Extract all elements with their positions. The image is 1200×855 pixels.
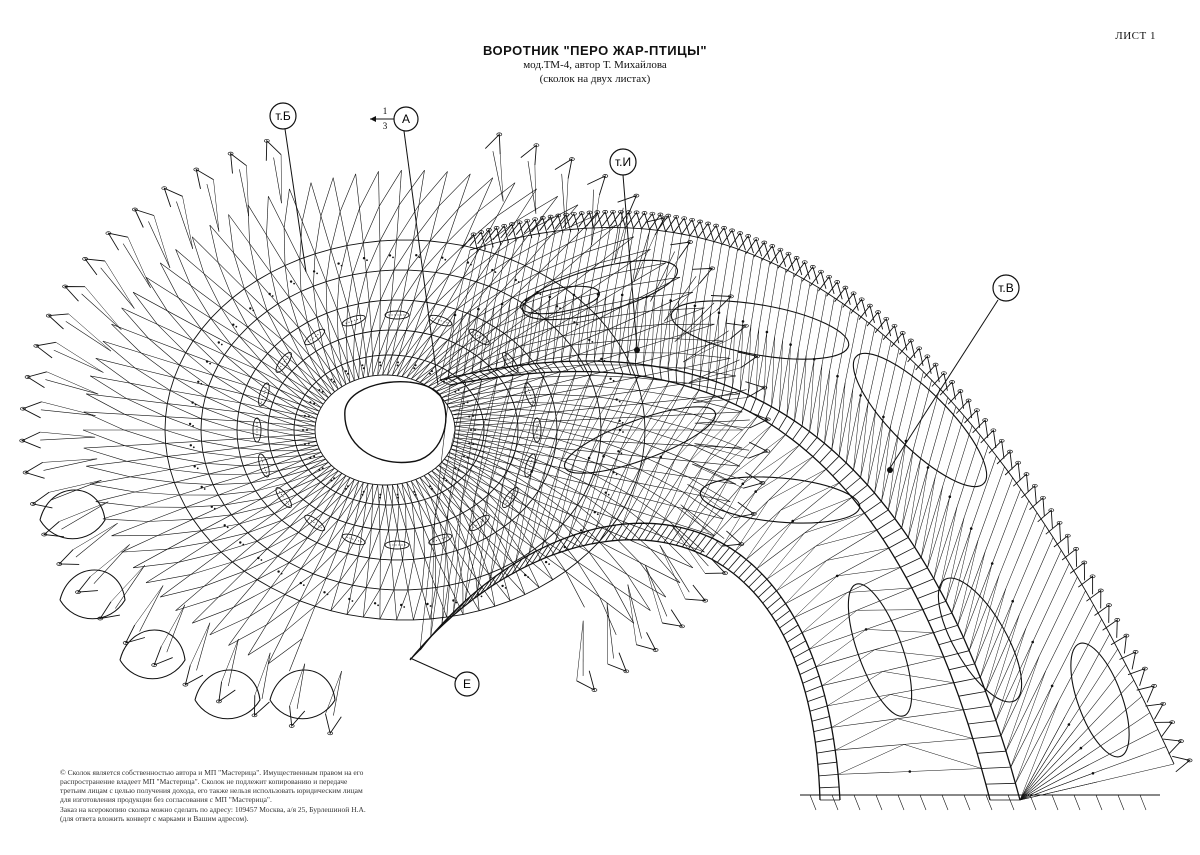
fraction-numerator: 1 [383, 106, 388, 116]
marker-tb: т.Б [269, 102, 307, 273]
title-block: ВОРОТНИК "ПЕРО ЖАР-ПТИЦЫ" мод.ТМ-4, авто… [405, 44, 785, 86]
copyright-notice: © Сколок является собственностью автора … [60, 768, 370, 824]
marker-tv-label: т.В [998, 281, 1014, 295]
sheet-number: ЛИСТ 1 [1115, 30, 1156, 42]
marker-e: Е [409, 657, 480, 697]
lace-pricking-lines [19, 132, 1193, 811]
marker-ti-label: т.И [615, 155, 631, 169]
marker-a-label: А [402, 112, 410, 126]
marker-a: А 1 3 [370, 106, 439, 386]
sheet-note: (сколок на двух листах) [539, 73, 651, 85]
model-author: мод.ТМ-4, автор Т. Михайлова [523, 59, 667, 71]
copyright-paragraph-1: © Сколок является собственностью автора … [60, 768, 364, 804]
marker-e-label: Е [463, 677, 471, 691]
marker-tv: т.В [887, 274, 1020, 473]
copyright-paragraph-2: Заказ на ксерокопию сколка можно сделать… [60, 805, 366, 823]
fraction-denominator: 3 [383, 121, 388, 131]
marker-tb-label: т.Б [275, 109, 291, 123]
page-title: ВОРОТНИК "ПЕРО ЖАР-ПТИЦЫ" [482, 43, 708, 58]
marker-ti: т.И [609, 148, 640, 353]
